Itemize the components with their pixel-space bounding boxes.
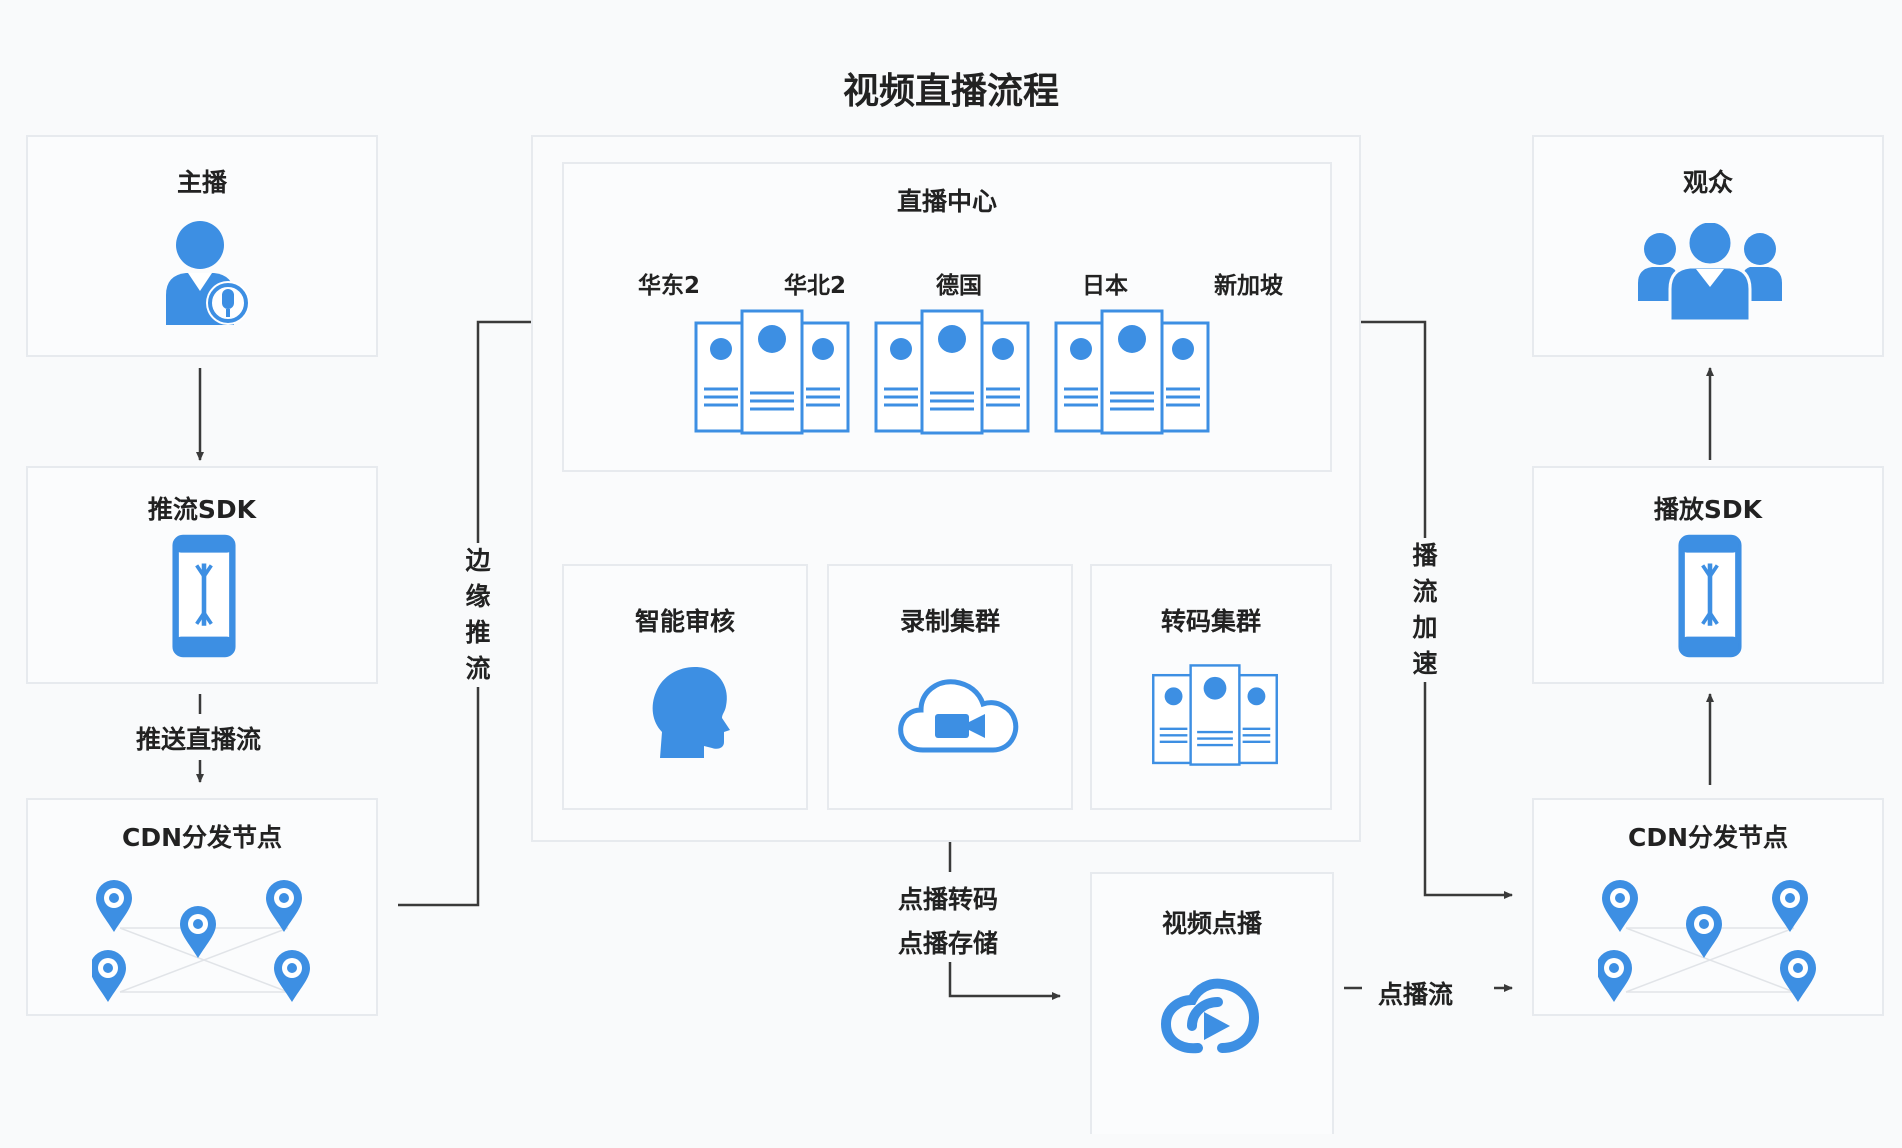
- push-sdk-title: 推流SDK: [147, 495, 257, 524]
- diagram-title: 视频直播流程: [842, 71, 1059, 112]
- region-label: 德国: [936, 273, 982, 299]
- audience-icon: [1638, 223, 1782, 323]
- edge-push-label: 边缘推流: [462, 543, 494, 687]
- region-label: 华东2: [638, 273, 701, 299]
- phone-icon: [172, 530, 236, 662]
- audience-box: 观众: [1532, 135, 1884, 357]
- cloud-play-icon: [1160, 978, 1260, 1054]
- review-cluster-box: 智能审核: [562, 564, 808, 810]
- phone-icon: [1678, 530, 1742, 662]
- arrow-to-vod: [948, 962, 1061, 1000]
- live-center-box: 直播中心 华东2 华北2 德国 日本 新加坡: [562, 162, 1332, 472]
- broadcaster-mic-icon: [166, 221, 250, 325]
- region-label: 新加坡: [1214, 273, 1283, 299]
- server-icon: [874, 309, 1030, 435]
- right-cdn-box: CDN分发节点: [1532, 798, 1884, 1016]
- left-cdn-box: CDN分发节点: [26, 798, 378, 1016]
- map-pin-icon: [1598, 878, 1818, 1018]
- right-cdn-title: CDN分发节点: [1627, 823, 1789, 852]
- anchor-title: 主播: [176, 168, 227, 197]
- play-sdk-box: 播放SDK: [1532, 466, 1884, 684]
- anchor-box: 主播: [26, 135, 378, 357]
- record-cluster-box: 录制集群: [827, 564, 1073, 810]
- vod-title: 视频点播: [1161, 909, 1262, 938]
- transcode-cluster-box: 转码集群: [1090, 564, 1332, 810]
- audience-title: 观众: [1682, 168, 1733, 197]
- live-center-title: 直播中心: [896, 187, 997, 216]
- review-title: 智能审核: [634, 607, 735, 636]
- server-icon: [1054, 309, 1210, 435]
- vod-storage-label: 点播存储: [898, 929, 999, 958]
- vod-transcode-label: 点播转码: [898, 885, 999, 914]
- region-label: 日本: [1082, 273, 1128, 299]
- transcode-title: 转码集群: [1160, 607, 1261, 636]
- vod-box: 视频点播: [1090, 872, 1334, 1134]
- region-label: 华北2: [784, 273, 847, 299]
- map-pin-icon: [92, 878, 312, 1018]
- push-stream-label: 推送直播流: [136, 725, 262, 754]
- vod-stream-label: 点播流: [1378, 980, 1454, 1009]
- push-sdk-box: 推流SDK: [26, 466, 378, 684]
- record-title: 录制集群: [899, 607, 1000, 636]
- cloud-video-icon: [898, 679, 1019, 753]
- server-icon: [694, 309, 850, 435]
- playback-accel-label: 播流加速: [1409, 538, 1441, 682]
- head-profile-icon: [652, 667, 730, 758]
- play-sdk-title: 播放SDK: [1653, 495, 1763, 524]
- server-icon: [1152, 664, 1278, 766]
- left-cdn-title: CDN分发节点: [121, 823, 283, 852]
